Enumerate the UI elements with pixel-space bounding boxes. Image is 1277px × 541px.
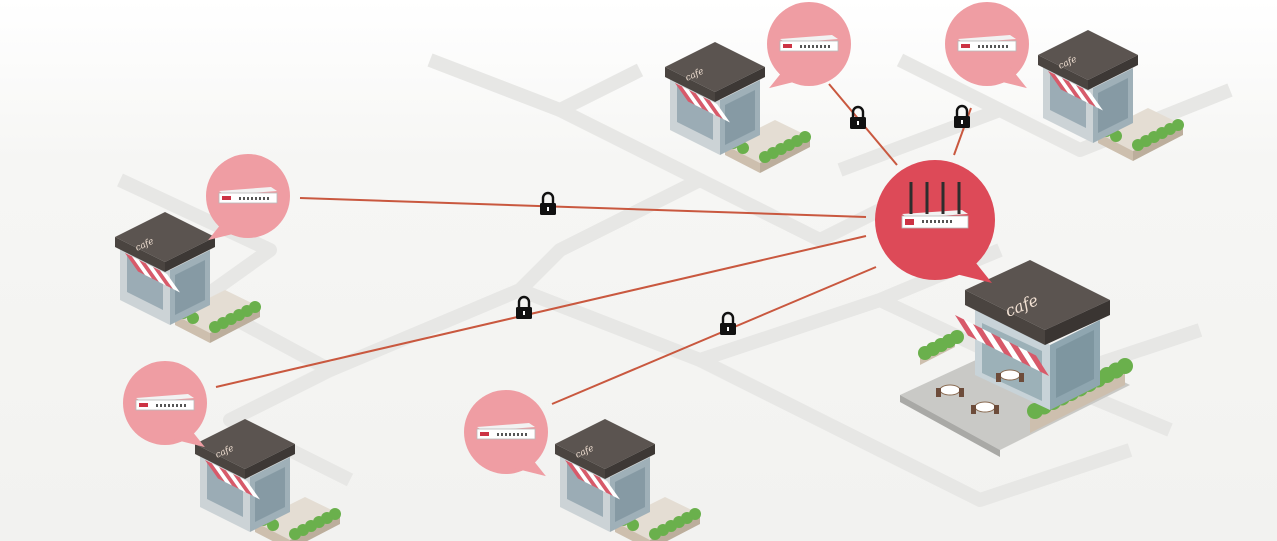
router-with-antennas-icon — [901, 182, 969, 229]
road-segment — [427, 53, 563, 117]
padlock-icon — [954, 104, 970, 128]
bubble-tail — [512, 455, 546, 477]
road-segment — [896, 53, 1004, 117]
cafe-chair — [996, 373, 1001, 382]
device-bubbles — [123, 2, 1029, 477]
padlock-icon — [720, 311, 736, 335]
vpn-line — [215, 235, 867, 388]
road-segment — [327, 63, 707, 377]
cafe-table — [999, 369, 1021, 381]
cafe-chair — [959, 388, 964, 397]
bubble-tail — [208, 219, 242, 241]
cafe-chair — [994, 405, 999, 414]
antenna — [941, 182, 945, 214]
branch-bubble-top-left — [767, 2, 851, 89]
cafe-chair — [971, 405, 976, 414]
padlock-icon — [516, 295, 532, 319]
bubble-tail — [769, 67, 803, 89]
branch-bubble-left-upper — [206, 154, 290, 241]
road-segment — [696, 353, 1133, 507]
branch-buildings: cafe cafe cafe cafe cafe cafe — [115, 30, 1184, 541]
firewall-appliance-icon — [476, 423, 536, 440]
firewall-appliance-icon — [218, 187, 278, 204]
cafe-chair — [1019, 373, 1024, 382]
vpn-line — [551, 266, 877, 405]
branch-bubble-left-lower — [123, 361, 207, 448]
bubble-tail — [171, 426, 205, 448]
vpn-line — [299, 197, 867, 218]
cafe-building-left-lower: cafe — [195, 419, 341, 541]
cafe-building-hub: cafe — [900, 260, 1133, 457]
cafe-building-bottom-middle: cafe — [555, 419, 701, 541]
firewall-appliance-icon — [957, 35, 1017, 52]
padlock-icon — [850, 105, 866, 129]
hub-bubble — [875, 160, 995, 283]
firewall-appliance-icon — [135, 394, 195, 411]
antenna — [957, 182, 961, 214]
road-network — [117, 53, 1233, 507]
antenna — [909, 182, 913, 214]
cafe-table — [974, 401, 996, 413]
cafe-table — [939, 384, 961, 396]
bubble-tail — [944, 253, 992, 283]
padlocks — [516, 104, 970, 335]
bubble-tail — [993, 67, 1027, 89]
cafe-chair — [936, 388, 941, 397]
firewall-appliance-icon — [779, 35, 839, 52]
cafe-building-left-upper: cafe — [115, 212, 261, 343]
branch-bubble-top-right — [945, 2, 1029, 89]
road-segment — [696, 173, 884, 247]
padlock-icon — [540, 191, 556, 215]
branch-bubble-bottom-middle — [464, 390, 548, 477]
cafe-building-top-left: cafe — [665, 42, 811, 173]
antenna — [925, 182, 929, 214]
cafe-building-top-right: cafe — [1038, 30, 1184, 161]
